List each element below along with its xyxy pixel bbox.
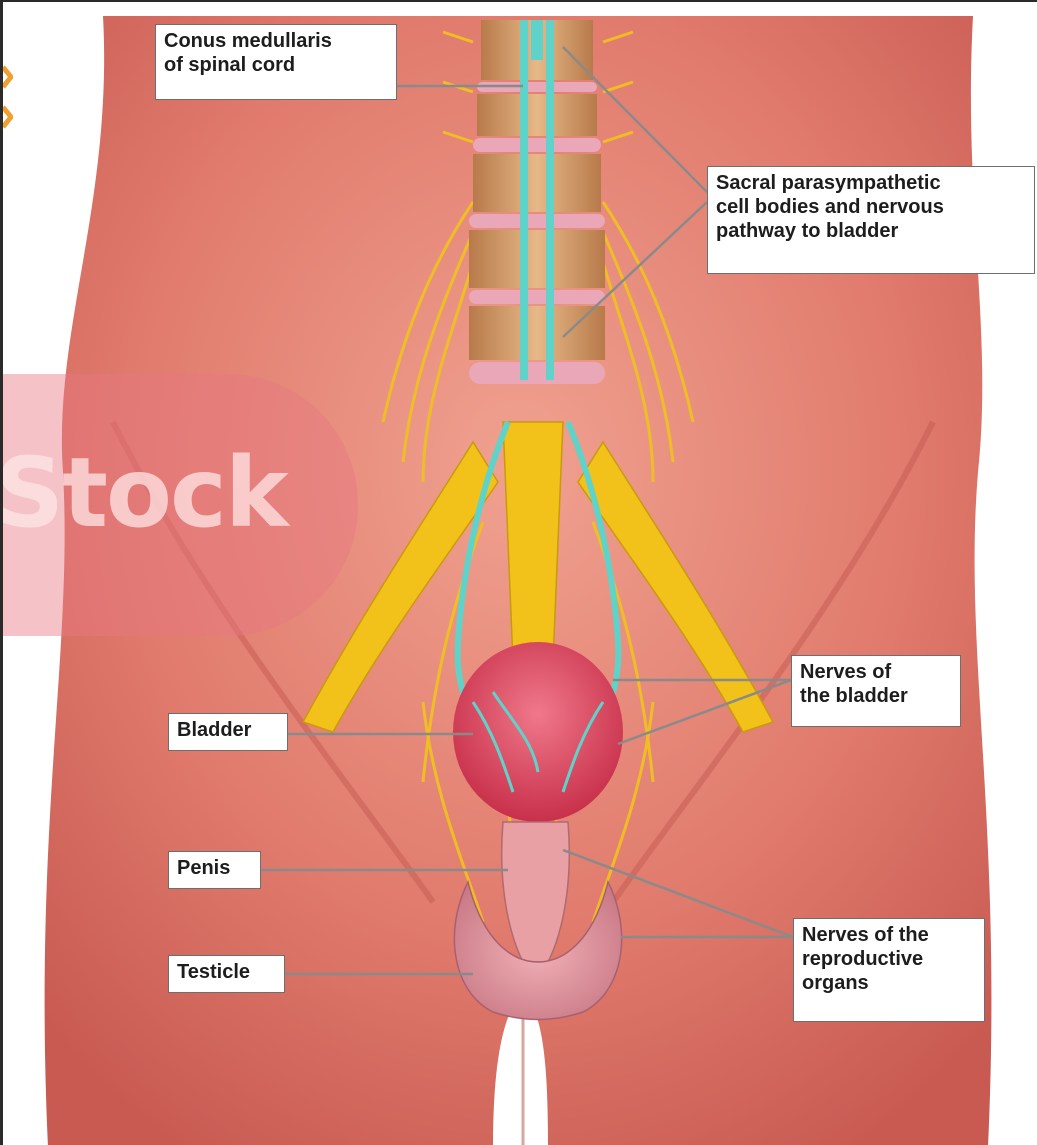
label-line: Nerves of the <box>802 923 976 947</box>
label-line: Sacral parasympathetic <box>716 171 1026 195</box>
label-line: reproductive <box>802 947 976 971</box>
orange-mark-icon <box>3 62 13 142</box>
label-line: pathway to bladder <box>716 219 1026 243</box>
label-line: organs <box>802 971 976 995</box>
label-line: Conus medullaris <box>164 29 388 53</box>
bladder-organ <box>453 642 623 822</box>
label-line: Penis <box>177 856 252 880</box>
label-nerves-of-reproductive-organs: Nerves of the reproductive organs <box>793 918 985 1022</box>
label-penis: Penis <box>168 851 261 889</box>
label-line: Bladder <box>177 718 279 742</box>
label-line: the bladder <box>800 684 952 708</box>
label-sacral-parasympathetic: Sacral parasympathetic cell bodies and n… <box>707 166 1035 274</box>
spinal-column <box>469 20 605 384</box>
watermark-text: Stock <box>0 437 287 549</box>
label-line: of spinal cord <box>164 53 388 77</box>
label-testicle: Testicle <box>168 955 285 993</box>
label-line: Nerves of <box>800 660 952 684</box>
label-conus-medullaris: Conus medullaris of spinal cord <box>155 24 397 100</box>
label-nerves-of-bladder: Nerves of the bladder <box>791 655 961 727</box>
label-line: cell bodies and nervous <box>716 195 1026 219</box>
label-line: Testicle <box>177 960 276 984</box>
label-bladder: Bladder <box>168 713 288 751</box>
